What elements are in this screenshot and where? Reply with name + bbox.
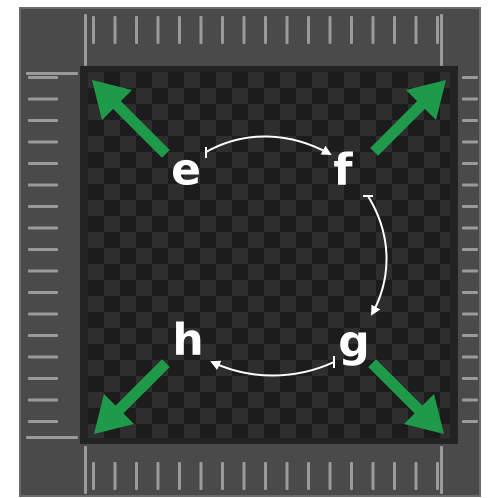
resize-pin-icon <box>28 97 58 101</box>
resize-pin-icon <box>462 140 478 144</box>
diagonal-expand-arrow-icon <box>92 80 170 158</box>
resize-pin-icon <box>28 119 58 122</box>
resize-pin-icon <box>436 16 439 44</box>
resize-pin-icon <box>28 76 58 79</box>
resize-pin-icon <box>135 462 138 490</box>
resize-pin-icon <box>307 16 310 44</box>
resize-pin-icon <box>221 462 224 490</box>
resize-pin-icon <box>350 462 353 490</box>
resize-pin-icon <box>28 269 58 273</box>
curved-arrow-icon <box>363 195 388 316</box>
resize-pin-icon <box>28 183 58 187</box>
resize-pin-icon <box>84 14 87 66</box>
resize-pin-icon <box>28 226 58 230</box>
resize-pin-icon <box>285 16 289 44</box>
resize-pin-icon <box>285 462 289 490</box>
label-g: g <box>338 317 370 368</box>
resize-pin-icon <box>28 334 58 337</box>
resize-pin-icon <box>28 312 58 316</box>
edge-pins <box>26 14 478 494</box>
resize-pin-icon <box>28 420 58 423</box>
resize-pin-icon <box>264 462 267 490</box>
label-e: e <box>171 145 201 196</box>
resize-pin-icon <box>328 16 332 44</box>
resize-pin-icon <box>371 462 375 490</box>
resize-pin-icon <box>462 334 478 337</box>
resize-pin-icon <box>28 205 58 208</box>
expand-arrows <box>92 80 446 434</box>
resize-pin-icon <box>28 377 58 380</box>
resize-pin-icon <box>135 16 138 44</box>
resize-pin-icon <box>113 462 117 490</box>
resize-pin-icon <box>26 72 78 75</box>
curved-arrow-icon <box>210 356 335 377</box>
resize-pin-icon <box>156 462 160 490</box>
resize-pin-icon <box>178 462 181 490</box>
resize-pin-icon <box>264 16 267 44</box>
resize-pin-icon <box>113 16 117 44</box>
cycle-arrows <box>205 135 388 377</box>
resize-pin-icon <box>28 140 58 144</box>
resize-pin-icon <box>28 398 58 402</box>
resize-pin-icon <box>440 14 443 66</box>
resize-pin-icon <box>462 205 478 208</box>
resize-pin-icon <box>371 16 375 44</box>
resize-pin-icon <box>414 16 418 44</box>
resize-pin-icon <box>242 462 246 490</box>
resize-pin-icon <box>307 462 310 490</box>
resize-pin-icon <box>199 16 203 44</box>
curved-arrow-icon <box>205 135 332 158</box>
label-h: h <box>172 315 203 366</box>
resize-pin-icon <box>28 162 58 165</box>
resize-pin-icon <box>178 16 181 44</box>
resize-pin-icon <box>436 462 439 490</box>
resize-pin-icon <box>328 462 332 490</box>
diagonal-expand-arrow-icon <box>370 80 446 156</box>
resize-pin-icon <box>462 248 478 251</box>
resize-pin-icon <box>414 462 418 490</box>
resize-pin-icon <box>462 76 478 79</box>
resize-pin-icon <box>92 16 95 44</box>
resize-pin-icon <box>199 462 203 490</box>
resize-pin-icon <box>221 16 224 44</box>
resize-pin-icon <box>462 291 478 294</box>
resize-pin-icon <box>440 446 443 494</box>
resize-pin-icon <box>156 16 160 44</box>
resize-pin-icon <box>462 269 478 273</box>
resize-pin-icon <box>462 162 478 165</box>
resize-pin-icon <box>462 226 478 230</box>
resize-pin-icon <box>462 97 478 101</box>
resize-pin-icon <box>92 462 95 490</box>
resize-pin-icon <box>28 248 58 251</box>
resize-pin-icon <box>393 462 396 490</box>
resize-pin-icon <box>350 16 353 44</box>
resize-pin-icon <box>462 377 478 380</box>
resize-pin-icon <box>462 183 478 187</box>
diagonal-expand-arrow-icon <box>94 359 170 434</box>
resize-pin-icon <box>26 436 78 439</box>
resize-pin-icon <box>462 119 478 122</box>
resize-pin-icon <box>462 420 478 423</box>
resize-pin-icon <box>393 16 396 44</box>
label-f: f <box>333 145 353 196</box>
resize-pin-icon <box>84 446 87 494</box>
resize-pin-icon <box>28 355 58 359</box>
diagonal-expand-arrow-icon <box>368 359 444 434</box>
resize-pin-icon <box>462 355 478 359</box>
resize-pin-icon <box>242 16 246 44</box>
resize-pin-icon <box>462 398 478 402</box>
resize-pin-icon <box>28 291 58 294</box>
resize-pin-icon <box>462 312 478 316</box>
